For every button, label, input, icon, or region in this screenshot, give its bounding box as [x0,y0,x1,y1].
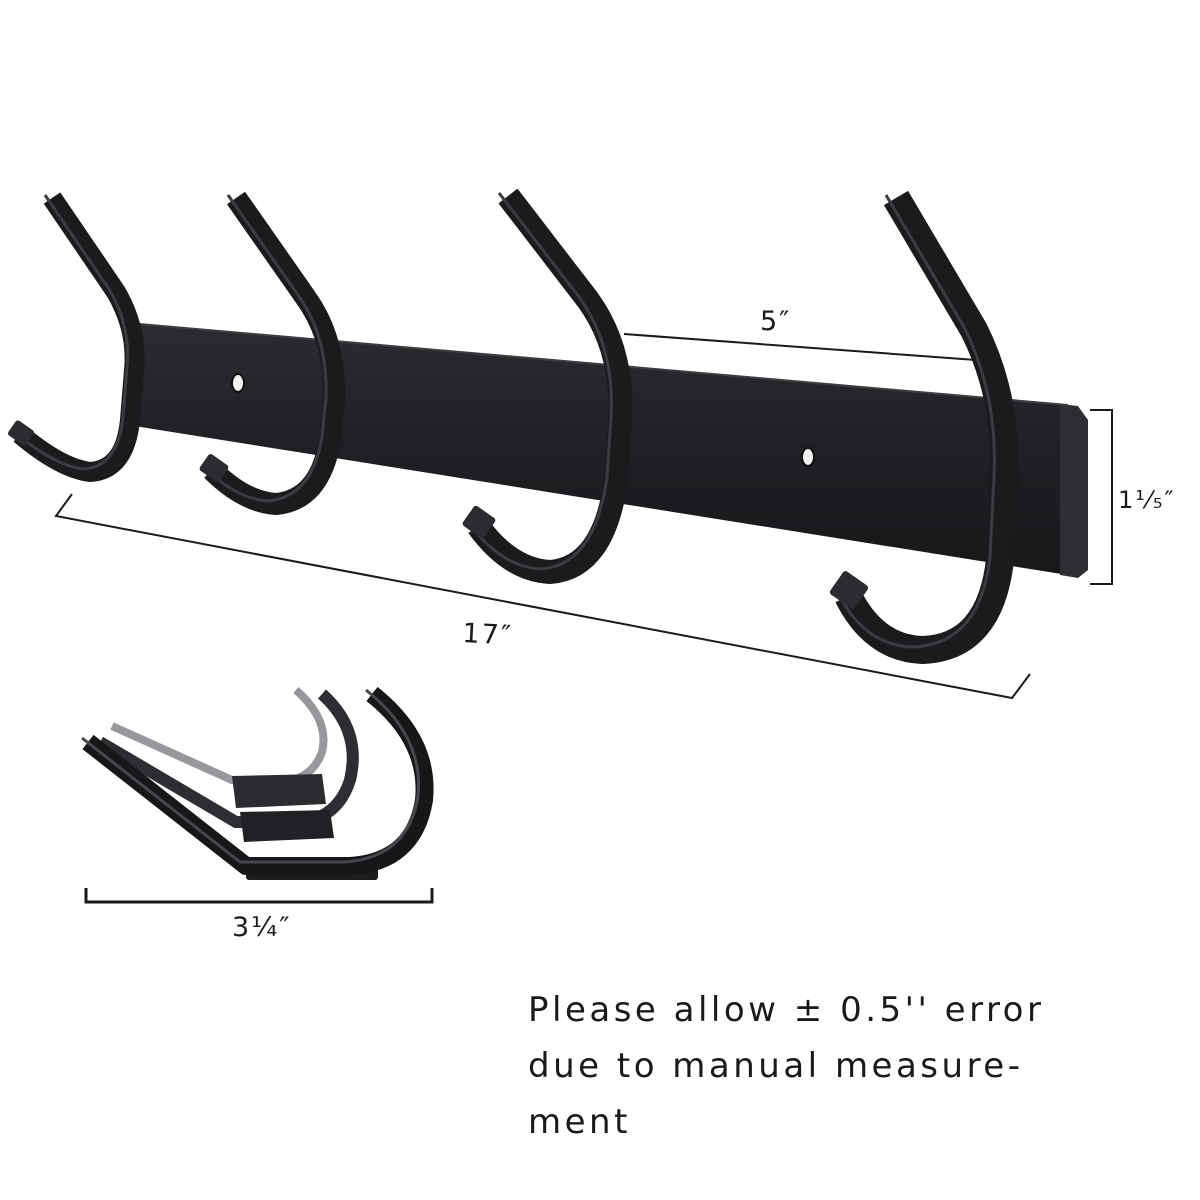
dimension-height: 1¹⁄₅″ [1090,409,1175,585]
plate-end-cap [1060,404,1088,578]
hook-4 [829,190,1019,664]
length-label: 17″ [462,618,514,652]
plate-top-edge [127,322,1069,406]
note-line-1: Please allow ± 0.5'' error [528,990,1045,1030]
hook-1 [8,192,145,482]
dimension-depth: 3¼″ [84,888,434,943]
hook-spacing-label: 5″ [760,306,791,337]
coat-rack [8,188,1088,664]
hook-3 [462,188,633,584]
dimension-length: 17″ [54,493,1031,700]
screw-hole-left [231,373,245,393]
note-line-2: due to manual measure- [528,1046,1024,1086]
hook-2 [199,191,346,515]
screw-hole-right [801,447,815,467]
measurement-note: Please allow ± 0.5'' error due to manual… [528,982,1188,1150]
depth-label: 3¼″ [232,912,291,943]
side-view-hook [81,686,434,880]
dimension-hook-spacing: 5″ [623,306,977,361]
note-line-3: ment [528,1102,631,1142]
height-label: 1¹⁄₅″ [1118,486,1175,514]
mounting-plate [128,323,1068,575]
